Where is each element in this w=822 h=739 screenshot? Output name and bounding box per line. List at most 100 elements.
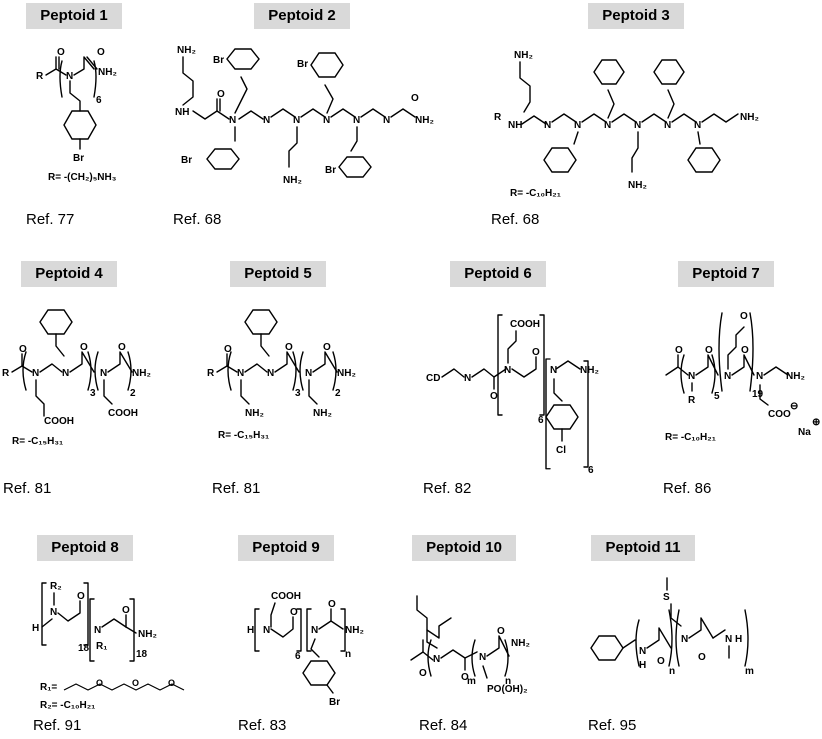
svg-text:R: R xyxy=(2,368,10,379)
svg-text:Br: Br xyxy=(213,55,224,66)
svg-text:S: S xyxy=(663,592,670,603)
svg-text:N: N xyxy=(267,368,274,379)
svg-text:O: O xyxy=(532,347,540,358)
svg-text:R: R xyxy=(688,395,696,406)
svg-text:O: O xyxy=(122,605,130,616)
svg-text:O: O xyxy=(132,678,139,688)
reference-peptoid-3: Ref. 68 xyxy=(491,211,540,228)
reference-peptoid-1: Ref. 77 xyxy=(26,211,75,228)
svg-text:N: N xyxy=(464,373,471,384)
svg-text:N: N xyxy=(681,634,688,645)
svg-text:N: N xyxy=(694,120,701,131)
svg-text:R: R xyxy=(36,71,44,82)
structure-peptoid-1: R O N O NH₂ 6 Br xyxy=(30,45,160,185)
svg-text:5: 5 xyxy=(714,391,720,402)
svg-text:O: O xyxy=(57,47,65,58)
reference-peptoid-4: Ref. 81 xyxy=(3,480,52,497)
svg-text:18: 18 xyxy=(78,643,90,654)
svg-text:N: N xyxy=(323,115,330,126)
structure-peptoid-2: NH₂ NH O N Br Br N N NH₂ N Br N Br N NH₂… xyxy=(175,45,475,195)
reference-peptoid-7: Ref. 86 xyxy=(663,480,712,497)
svg-text:N: N xyxy=(293,115,300,126)
svg-text:N: N xyxy=(229,115,236,126)
r-definition-peptoid-1: R= -(CH₂)₅NH₃ xyxy=(48,172,117,183)
svg-text:O: O xyxy=(80,342,88,353)
svg-text:3: 3 xyxy=(295,388,301,399)
structure-peptoid-6: CD N O N COOH O 6 N NH₂ Cl 6 xyxy=(420,305,620,476)
svg-text:m: m xyxy=(745,666,754,677)
svg-text:Br: Br xyxy=(325,165,336,176)
svg-text:N: N xyxy=(544,120,551,131)
r-definition-peptoid-8-r2: R₂= -C₁₀H₂₁ xyxy=(40,700,96,711)
svg-text:O: O xyxy=(657,656,665,667)
svg-text:NH₂: NH₂ xyxy=(98,67,117,78)
r-definition-peptoid-8-r1: R₁= O O O xyxy=(40,678,200,700)
r-definition-peptoid-7: R= -C₁₀H₂₁ xyxy=(665,432,716,443)
svg-text:Br: Br xyxy=(73,153,84,164)
svg-text:O: O xyxy=(705,345,713,356)
panel-label-peptoid-7: Peptoid 7 xyxy=(678,261,774,287)
panel-label-peptoid-2: Peptoid 2 xyxy=(254,3,350,29)
svg-text:COOH: COOH xyxy=(44,416,74,427)
svg-text:N: N xyxy=(32,368,39,379)
svg-text:n: n xyxy=(345,649,351,660)
svg-text:O: O xyxy=(290,607,298,618)
svg-text:O: O xyxy=(675,345,683,356)
svg-text:Br: Br xyxy=(181,155,192,166)
svg-text:N: N xyxy=(639,646,646,657)
svg-text:NH₂: NH₂ xyxy=(415,115,434,126)
svg-text:NH₂: NH₂ xyxy=(313,408,332,419)
svg-text:2: 2 xyxy=(335,388,341,399)
panel-label-peptoid-6: Peptoid 6 xyxy=(450,261,546,287)
svg-text:NH₂: NH₂ xyxy=(786,371,805,382)
svg-text:PO(OH)₂: PO(OH)₂ xyxy=(487,684,528,695)
svg-text:N: N xyxy=(353,115,360,126)
svg-text:NH₂: NH₂ xyxy=(177,45,196,56)
panel-label-peptoid-10: Peptoid 10 xyxy=(412,535,516,561)
svg-text:R: R xyxy=(494,112,502,123)
structure-peptoid-4: R O N N O 3 COOH N O NH₂ 2 COOH xyxy=(0,300,200,440)
svg-text:O: O xyxy=(217,89,225,100)
svg-text:H: H xyxy=(32,623,39,634)
svg-text:O: O xyxy=(19,344,27,355)
svg-text:NH₂: NH₂ xyxy=(245,408,264,419)
svg-text:N: N xyxy=(479,652,486,663)
reference-peptoid-2: Ref. 68 xyxy=(173,211,222,228)
svg-text:N: N xyxy=(574,120,581,131)
svg-text:NH₂: NH₂ xyxy=(283,175,302,186)
svg-text:6: 6 xyxy=(588,465,594,476)
panel-label-peptoid-9: Peptoid 9 xyxy=(238,535,334,561)
svg-text:m: m xyxy=(467,676,476,687)
r-definition-peptoid-3: R= -C₁₀H₂₁ xyxy=(510,188,561,199)
svg-text:NH₂: NH₂ xyxy=(132,368,151,379)
svg-text:N: N xyxy=(756,371,763,382)
svg-text:N: N xyxy=(604,120,611,131)
svg-text:COOH: COOH xyxy=(271,591,301,602)
svg-text:3: 3 xyxy=(90,388,96,399)
svg-text:N: N xyxy=(311,625,318,636)
svg-text:N: N xyxy=(305,368,312,379)
svg-text:COO: COO xyxy=(768,409,791,420)
svg-text:R₁: R₁ xyxy=(96,641,107,652)
svg-text:NH₂: NH₂ xyxy=(337,368,356,379)
reference-peptoid-8: Ref. 91 xyxy=(33,717,82,734)
svg-text:N: N xyxy=(62,368,69,379)
svg-text:N: N xyxy=(634,120,641,131)
svg-text:R₂: R₂ xyxy=(50,581,62,592)
svg-text:NH₂: NH₂ xyxy=(511,638,530,649)
svg-text:6: 6 xyxy=(295,651,301,662)
svg-text:H: H xyxy=(735,634,742,645)
svg-text:n: n xyxy=(669,666,675,677)
reference-peptoid-10: Ref. 84 xyxy=(419,717,468,734)
svg-text:O: O xyxy=(224,344,232,355)
svg-text:NH₂: NH₂ xyxy=(514,50,533,61)
svg-text:N: N xyxy=(550,365,557,376)
svg-text:N: N xyxy=(50,607,57,618)
r-definition-peptoid-4: R= -C₁₅H₃₁ xyxy=(12,436,64,447)
panel-label-peptoid-5: Peptoid 5 xyxy=(230,261,326,287)
svg-text:H: H xyxy=(639,660,646,671)
svg-text:⊕: ⊕ xyxy=(812,417,820,428)
svg-text:O: O xyxy=(741,345,749,356)
svg-text:NH: NH xyxy=(508,120,522,131)
svg-text:N: N xyxy=(263,115,270,126)
